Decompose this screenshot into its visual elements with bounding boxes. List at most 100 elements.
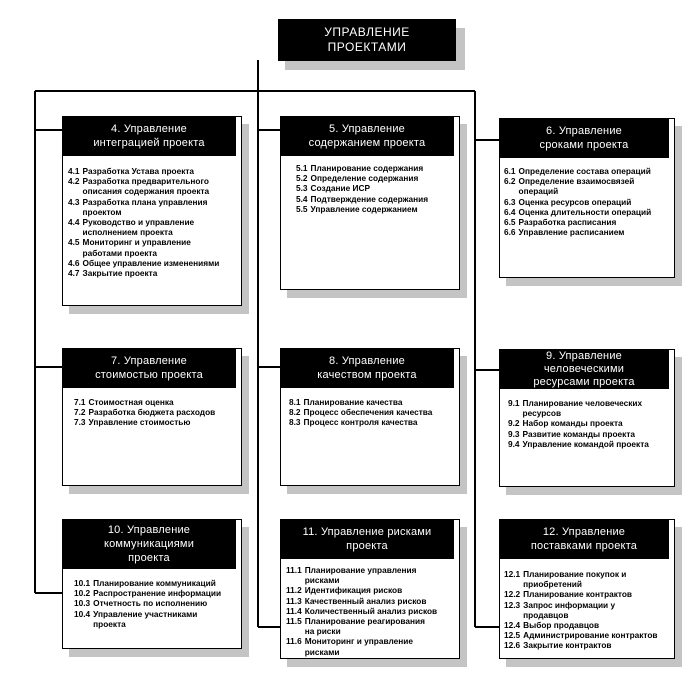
area-10-header: 10. Управление коммуникациями проекта: [62, 519, 236, 569]
item-text: Определение содержания: [310, 173, 419, 184]
item-number: 6.3: [504, 196, 516, 207]
item-number: 5.4: [296, 193, 308, 204]
area-7-header: 7. Управление стоимостью проекта: [62, 348, 236, 388]
area-12-title: 12. Управление поставками проекта: [530, 526, 638, 552]
item-number: 11.1: [286, 565, 302, 575]
item-text: Разработка Устава проекта: [82, 166, 195, 176]
item-number: 5.1: [296, 163, 308, 173]
item-number: 4.2: [68, 176, 80, 187]
item-text: Развитие команды проекта: [522, 428, 636, 439]
area-4-title: 4. Управление интеграцией проекта: [93, 123, 205, 149]
item-number: 7.2: [74, 407, 86, 418]
item-number: 7.3: [74, 417, 86, 428]
item-text: Выбор продавцов: [523, 620, 600, 631]
item-number: 8.2: [289, 407, 301, 418]
area-9-header: 9. Управление человеческими ресурсами пр…: [499, 349, 669, 389]
area-6-title: 6. Управление сроками проекта: [539, 125, 629, 151]
item-text: Планирование покупок и приобретений: [523, 569, 627, 590]
item-text: Администрирование контрактов: [523, 630, 658, 641]
item-text: Планирование содержания: [310, 163, 424, 173]
item-number: 4.1: [68, 166, 80, 176]
item-text: Планирование человеческих ресурсов: [522, 398, 643, 419]
item-number: 11.4: [286, 605, 302, 616]
item-text: Управление участниками проекта: [93, 608, 198, 629]
item-number: 8.1: [289, 397, 301, 407]
item-number: 12.1: [504, 569, 521, 579]
item-text: Разработка предварительного описания сод…: [82, 176, 210, 197]
area-10-title: 10. Управление коммуникациями проекта: [103, 524, 195, 564]
item-text: Разработка расписания: [518, 217, 617, 228]
item-number: 10.2: [74, 588, 91, 599]
area-11-header: 11. Управление рисками проекта: [280, 519, 454, 559]
item-text: Процесс контроля качества: [303, 417, 418, 428]
item-number: 10.4: [74, 608, 91, 619]
item-text: Определение состава операций: [518, 166, 651, 176]
item-text: Управление содержанием: [310, 203, 418, 214]
item-text: Управление командой проекта: [522, 438, 649, 449]
item-number: 12.2: [504, 589, 521, 600]
item-number: 10.3: [74, 598, 91, 609]
item-text: Качественный анализ рисков: [304, 595, 427, 606]
area-12-header: 12. Управление поставками проекта: [499, 519, 669, 559]
item-number: 4.7: [68, 268, 80, 279]
item-number: 6.4: [504, 206, 516, 217]
item-number: 5.5: [296, 203, 308, 214]
item-number: 4.6: [68, 257, 80, 268]
item-text: Планирование реагирования на риски: [304, 616, 425, 637]
item-text: Набор команды проекта: [522, 418, 623, 429]
item-text: Процесс обеспечения качества: [303, 407, 433, 418]
item-number: 5.2: [296, 173, 308, 184]
item-text: Оценка ресурсов операций: [518, 196, 632, 207]
item-number: 11.2: [286, 585, 302, 596]
item-number: 12.3: [504, 599, 521, 610]
item-text: Разработка плана управления проектом: [82, 196, 208, 217]
area-4-header: 4. Управление интеграцией проекта: [62, 116, 236, 156]
root-title: УПРАВЛЕНИЕ ПРОЕКТАМИ: [324, 25, 410, 54]
item-text: Распространение информации: [93, 588, 222, 599]
item-number: 11.5: [286, 616, 302, 627]
item-number: 9.2: [508, 418, 520, 429]
item-text: Создание ИСР: [310, 183, 371, 194]
item-number: 6.6: [504, 227, 516, 238]
item-number: 4.5: [68, 237, 80, 248]
item-number: 6.5: [504, 217, 516, 228]
area-5-title: 5. Управление содержанием проекта: [308, 123, 426, 149]
item-number: 7.1: [74, 397, 86, 407]
item-number: 11.3: [286, 595, 302, 606]
item-text: Мониторинг и управление работами проекта: [82, 237, 191, 258]
item-text: Мониторинг и управление рисками: [304, 636, 413, 657]
